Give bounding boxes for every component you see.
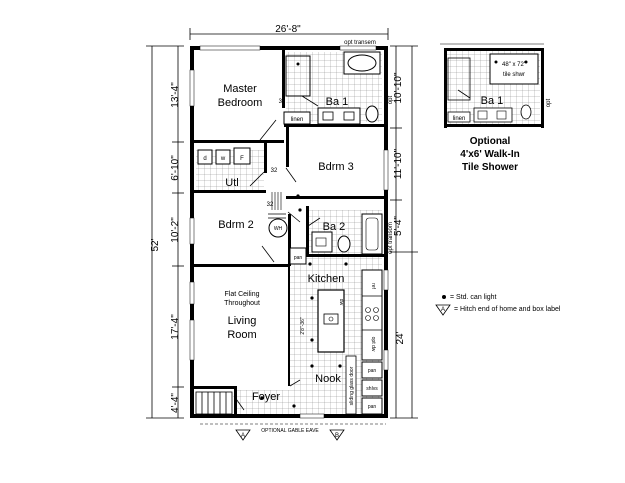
marker-a-label: A — [241, 433, 245, 439]
linen-label: linen — [291, 117, 304, 123]
pan-nook-2-label: pan — [368, 404, 377, 410]
inset-tile-dim-label: 48" x 72" — [502, 62, 526, 68]
bath2-fixtures: pan — [289, 213, 383, 265]
legend: = Std. can light A = Hitch end of home a… — [435, 294, 561, 316]
inset-linen-label: linen — [453, 116, 466, 122]
legend-can-light-label: = Std. can light — [450, 294, 497, 301]
hall-closet — [271, 192, 282, 210]
utility-label: Utl — [225, 177, 238, 189]
left-dim-4: 17'-4" — [170, 314, 181, 340]
living-label-2: Room — [227, 329, 256, 341]
water-heater-label: WH — [274, 226, 283, 232]
left-dim-2: 6'-10" — [170, 155, 181, 181]
right-dim-3: 5'-4" — [393, 216, 404, 236]
kitchen-label: Kitchen — [308, 273, 345, 285]
nook-label: Nook — [315, 373, 341, 385]
room-labels: Master Bedroom Ba 1 Bdrm 3 Utl Bdrm 2 Ba… — [218, 83, 354, 403]
bedroom3-label: Bdrm 3 — [318, 161, 353, 173]
dw-label: dw — [338, 299, 344, 306]
bath1-fixtures — [283, 51, 381, 125]
inset-tile-shower: 48" x 72" tile shwr Ba 1 linen opt Optio… — [440, 43, 552, 173]
utility-fixtures: d w F WH — [197, 147, 288, 238]
left-dim-1: 13'-4" — [170, 82, 181, 108]
bath1-label: Ba 1 — [326, 96, 349, 108]
left-dim-5: 4'-4" — [170, 393, 181, 413]
inset-title-1: Optional — [470, 136, 511, 147]
ref-label: ref — [370, 283, 376, 289]
living-ceiling-label-1: Flat Ceiling — [224, 291, 259, 298]
can-light-icon — [442, 295, 446, 299]
pan-nook-1-label: pan — [368, 368, 377, 374]
overall-width-label: 26'-8" — [275, 24, 301, 35]
opt-dw-label: opt dw — [370, 337, 376, 352]
door-swings — [233, 95, 321, 411]
door-32-a-label: 32 — [279, 99, 286, 105]
shelves-label: shlvs — [366, 386, 378, 392]
overall-length-label: 52' — [150, 238, 161, 251]
outer-walls — [189, 45, 389, 419]
door-32-b-label: 32 — [271, 168, 278, 174]
right-dimensions: 10'-10" 11'-10" 5'-4" 24' — [390, 45, 418, 419]
inset-title-2: 4'x6' Walk-In — [460, 149, 519, 160]
opt-right-top-label: opt — [388, 95, 394, 104]
can-lights — [260, 194, 348, 408]
opt-transem-top-label: opt transem — [344, 40, 376, 46]
legend-hitch-label: = Hitch end of home and box label — [454, 306, 561, 313]
inset-title-3: Tile Shower — [462, 162, 518, 173]
door-32-c-label: 32 — [267, 202, 274, 208]
dryer-label: d — [203, 156, 206, 162]
pan-bath2-label: pan — [294, 255, 303, 261]
inset-bath-label: Ba 1 — [481, 95, 504, 107]
hitch-marker-icon — [435, 304, 451, 316]
left-dimensions: 52' 13'-4" 6'-10" 10'-2" 17'-4" 4'-4" — [146, 45, 184, 419]
island-dim-label: 2'8"-36" — [300, 317, 306, 335]
top-dimension: 26'-8" — [189, 24, 389, 40]
master-bedroom-label-1: Master — [223, 83, 257, 95]
inset-opt-label: opt — [546, 98, 552, 107]
sliding-door-label: sliding glass door — [349, 366, 355, 405]
legend-hitch-marker-label: A — [441, 307, 445, 313]
marker-b-label: B — [335, 433, 339, 439]
opt-transom-right-label: opt transom — [388, 222, 394, 254]
gable-eave: A B — [200, 423, 386, 441]
bedroom2-label: Bdrm 2 — [218, 219, 253, 231]
entry-deck — [195, 391, 233, 415]
foyer-label: Foyer — [252, 391, 280, 403]
furnace-label: F — [240, 156, 244, 162]
interior-walls — [194, 50, 386, 416]
living-ceiling-label-2: Throughout — [224, 300, 260, 307]
bath2-label: Ba 2 — [323, 221, 346, 233]
right-dim-4: 24' — [395, 331, 406, 344]
inset-tile-label: tile shwr — [503, 72, 525, 78]
small-labels: opt transem opt linen 32 32 32 opt trans… — [261, 40, 394, 434]
master-bedroom-label-2: Bedroom — [218, 97, 263, 109]
right-dim-1: 10'-10" — [393, 72, 404, 103]
washer-label: w — [220, 156, 226, 162]
gable-eave-label: OPTIONAL GABLE EAVE — [261, 428, 319, 434]
nook-fixtures: pan shlvs pan sliding glass door — [345, 355, 383, 415]
kitchen-fixtures: ref dw opt dw 2'8"-36" — [300, 269, 383, 361]
left-dim-3: 10'-2" — [170, 217, 181, 243]
right-dim-2: 11'-10" — [393, 148, 404, 179]
living-label-1: Living — [228, 315, 257, 327]
